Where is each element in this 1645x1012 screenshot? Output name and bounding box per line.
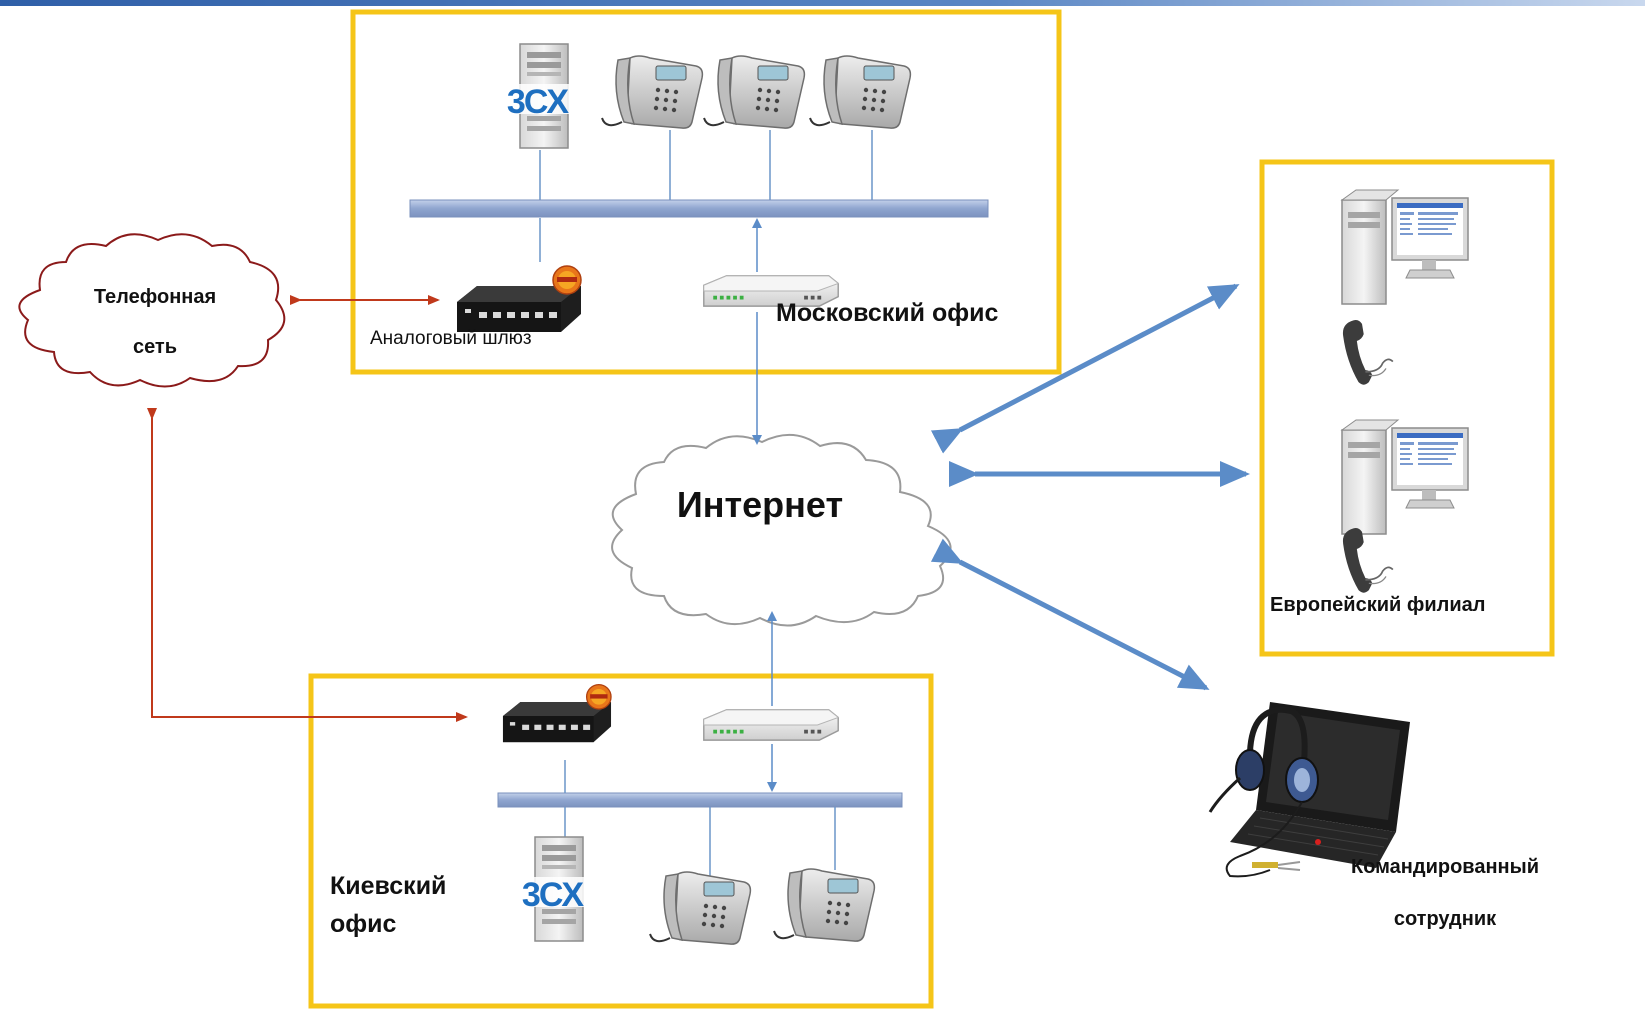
moscow-3cx-logo: 3CX [507, 83, 569, 121]
kiev-analog-gateway-icon [502, 683, 612, 743]
moscow-analog-gateway-icon [456, 265, 582, 333]
kiev-desk-phone-icon [649, 871, 752, 946]
eu-workstation-icon [1341, 189, 1469, 305]
internet-remote-worker-link [930, 538, 1210, 691]
kiev-office-label-line2: офис [330, 910, 397, 938]
remote-laptop-with-headset-icon [1210, 702, 1410, 876]
moscow-office-frame [350, 9, 1062, 375]
moscow-office-label: Московский офис [776, 299, 999, 327]
internet-eu-link-upper [930, 283, 1240, 454]
moscow-gateway-label: Аналоговый шлюз [370, 328, 532, 349]
remote-worker-label-line2: сотрудник [1393, 908, 1497, 930]
european-branch-label: Европейский филиал [1270, 594, 1486, 616]
kiev-3cx-logo: 3CX [522, 876, 584, 914]
eu-handset-icon [1342, 527, 1394, 594]
internet-cloud-label: Интернет [676, 484, 844, 525]
pstn-cloud-label-line2: сеть [132, 336, 178, 358]
pstn-cloud-shape [18, 233, 286, 388]
top-banner-bar [0, 0, 1645, 6]
eu-handset-icon [1342, 319, 1394, 386]
internet-cloud-shape [611, 433, 952, 627]
moscow-desk-phone-icon [601, 55, 704, 130]
kiev-office-frame [308, 673, 934, 1009]
remote-worker-label-line1: Командированный [1350, 856, 1539, 878]
moscow-lan-bus [409, 199, 989, 218]
moscow-desk-phone-icon [809, 55, 912, 130]
pstn-cloud-label-line1: Телефонная [93, 286, 217, 308]
kiev-desk-phone-icon [773, 868, 876, 943]
pstn-kiev-link [147, 408, 468, 722]
european-branch-frame [1259, 159, 1555, 657]
moscow-drop-lines [539, 130, 873, 262]
kiev-router-icon [703, 709, 839, 741]
kiev-drop-lines [564, 760, 836, 880]
kiev-lan-bus [497, 792, 903, 808]
eu-workstation-icon [1341, 419, 1469, 535]
moscow-desk-phone-icon [703, 55, 806, 130]
kiev-office-label-line1: Киевский [330, 872, 447, 900]
